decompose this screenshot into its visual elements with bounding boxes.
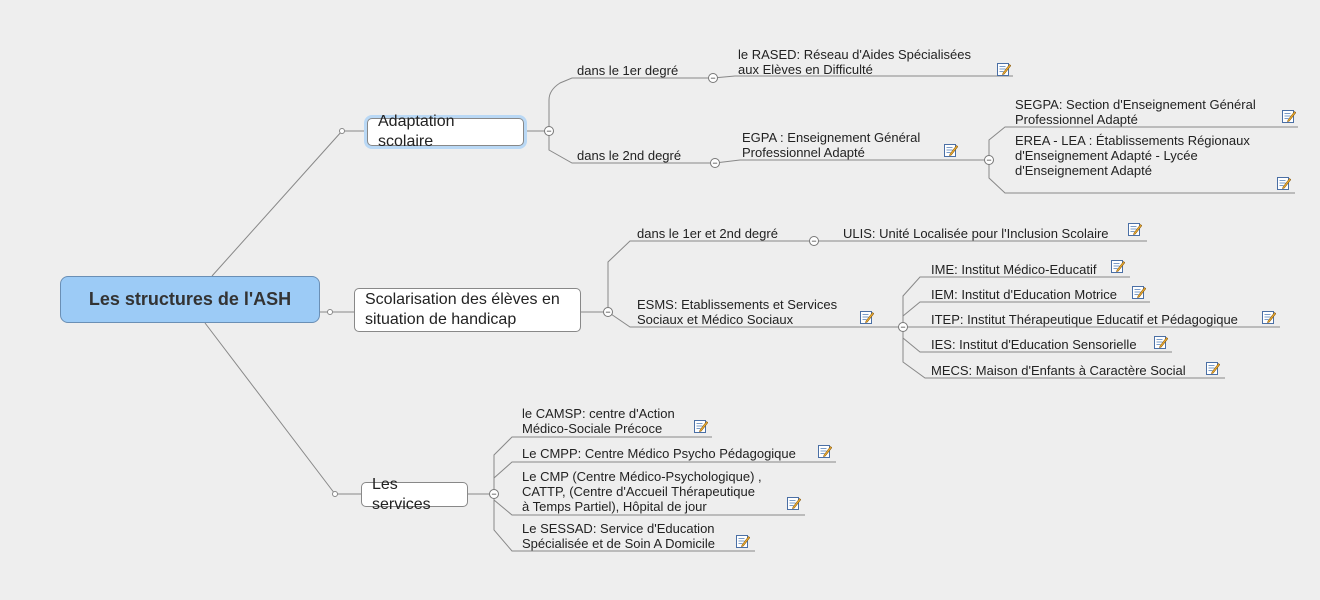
- collapse-button[interactable]: −: [489, 489, 499, 499]
- note-icon[interactable]: [1206, 361, 1221, 375]
- note-icon[interactable]: [1132, 285, 1147, 299]
- topic-adaptation-scolaire[interactable]: Adaptation scolaire: [367, 113, 524, 150]
- topic-line: Scolarisation des élèves en: [365, 291, 560, 308]
- connector-dot: [327, 309, 333, 315]
- topic-iem[interactable]: IEM: Institut d'Education Motrice: [931, 287, 1118, 302]
- note-icon[interactable]: [997, 62, 1012, 76]
- note-icon[interactable]: [1262, 310, 1277, 324]
- topic-scolarisation[interactable]: Scolarisation des élèves en situation de…: [354, 288, 581, 332]
- note-icon[interactable]: [944, 143, 959, 157]
- note-icon[interactable]: [736, 534, 751, 548]
- collapse-button[interactable]: −: [603, 307, 613, 317]
- note-icon[interactable]: [818, 444, 833, 458]
- collapse-button[interactable]: −: [984, 155, 994, 165]
- note-icon[interactable]: [1128, 222, 1143, 236]
- topic-line: situation de handicap: [365, 311, 517, 328]
- central-topic[interactable]: Les structures de l'ASH: [60, 276, 320, 323]
- connector-dot: [332, 491, 338, 497]
- topic-ies[interactable]: IES: Institut d'Education Sensorielle: [931, 337, 1137, 352]
- note-icon[interactable]: [787, 496, 802, 510]
- topic-cmp-cattp[interactable]: Le CMP (Centre Médico-Psychologique) ,CA…: [522, 469, 762, 514]
- note-icon[interactable]: [1154, 335, 1169, 349]
- topic-mecs[interactable]: MECS: Maison d'Enfants à Caractère Socia…: [931, 363, 1186, 378]
- note-icon[interactable]: [1282, 109, 1297, 123]
- subtopic-2nd-degre[interactable]: dans le 2nd degré: [577, 148, 682, 163]
- note-icon[interactable]: [1111, 259, 1126, 273]
- note-icon[interactable]: [694, 419, 709, 433]
- note-icon[interactable]: [860, 310, 875, 324]
- collapse-button[interactable]: −: [809, 236, 819, 246]
- collapse-button[interactable]: −: [898, 322, 908, 332]
- subtopic-1er-degre[interactable]: dans le 1er degré: [577, 63, 679, 78]
- collapse-button[interactable]: −: [544, 126, 554, 136]
- note-icon[interactable]: [1277, 176, 1292, 190]
- topic-ulis[interactable]: ULIS: Unité Localisée pour l'Inclusion S…: [843, 226, 1109, 241]
- collapse-button[interactable]: −: [710, 158, 720, 168]
- topic-cmpp[interactable]: Le CMPP: Centre Médico Psycho Pédagogiqu…: [522, 446, 796, 461]
- topic-les-services[interactable]: Les services: [361, 476, 468, 513]
- connector-dot: [339, 128, 345, 134]
- topic-itep[interactable]: ITEP: Institut Thérapeutique Educatif et…: [931, 312, 1238, 327]
- collapse-button[interactable]: −: [708, 73, 718, 83]
- subtopic-1er-2nd-degre[interactable]: dans le 1er et 2nd degré: [637, 226, 778, 241]
- topic-ime[interactable]: IME: Institut Médico-Educatif: [931, 262, 1097, 277]
